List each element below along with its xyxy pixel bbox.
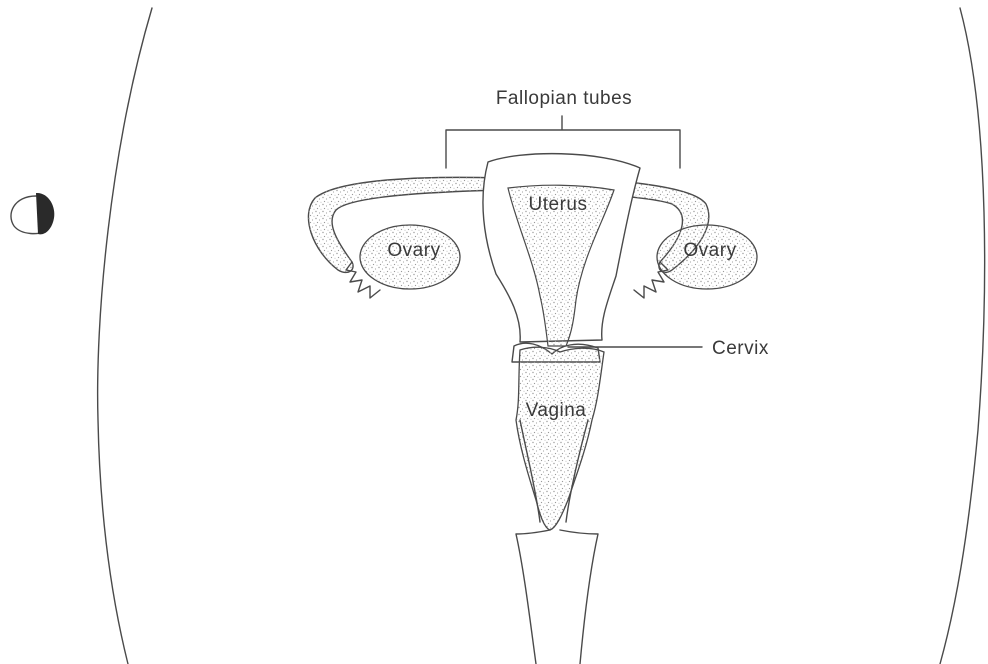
label-ovary-left: Ovary [387, 240, 440, 261]
body-outline-left [98, 8, 152, 664]
vagina-shape [516, 347, 604, 530]
label-fallopian-tubes: Fallopian tubes [496, 88, 632, 109]
label-vagina: Vagina [526, 400, 587, 421]
label-ovary-right: Ovary [683, 240, 736, 261]
label-uterus: Uterus [529, 194, 588, 215]
edge-mark [11, 193, 54, 234]
label-cervix: Cervix [712, 338, 769, 359]
body-outline-right [940, 8, 985, 664]
vaginal-opening [516, 530, 550, 664]
